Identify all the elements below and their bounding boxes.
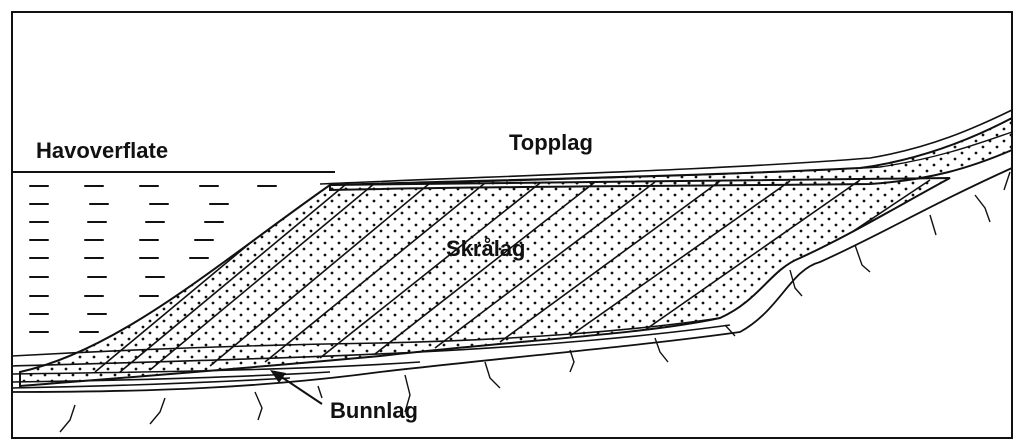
bottom-layer-label: Bunnlag: [330, 398, 418, 423]
foreset-layer-label: Skrålag: [446, 236, 526, 261]
bottom-layer-arrow: [270, 370, 322, 404]
foreset-layer-body: [20, 178, 950, 386]
top-layer-label: Topplag: [509, 130, 593, 155]
sea-surface-label: Havoverflate: [36, 138, 168, 163]
